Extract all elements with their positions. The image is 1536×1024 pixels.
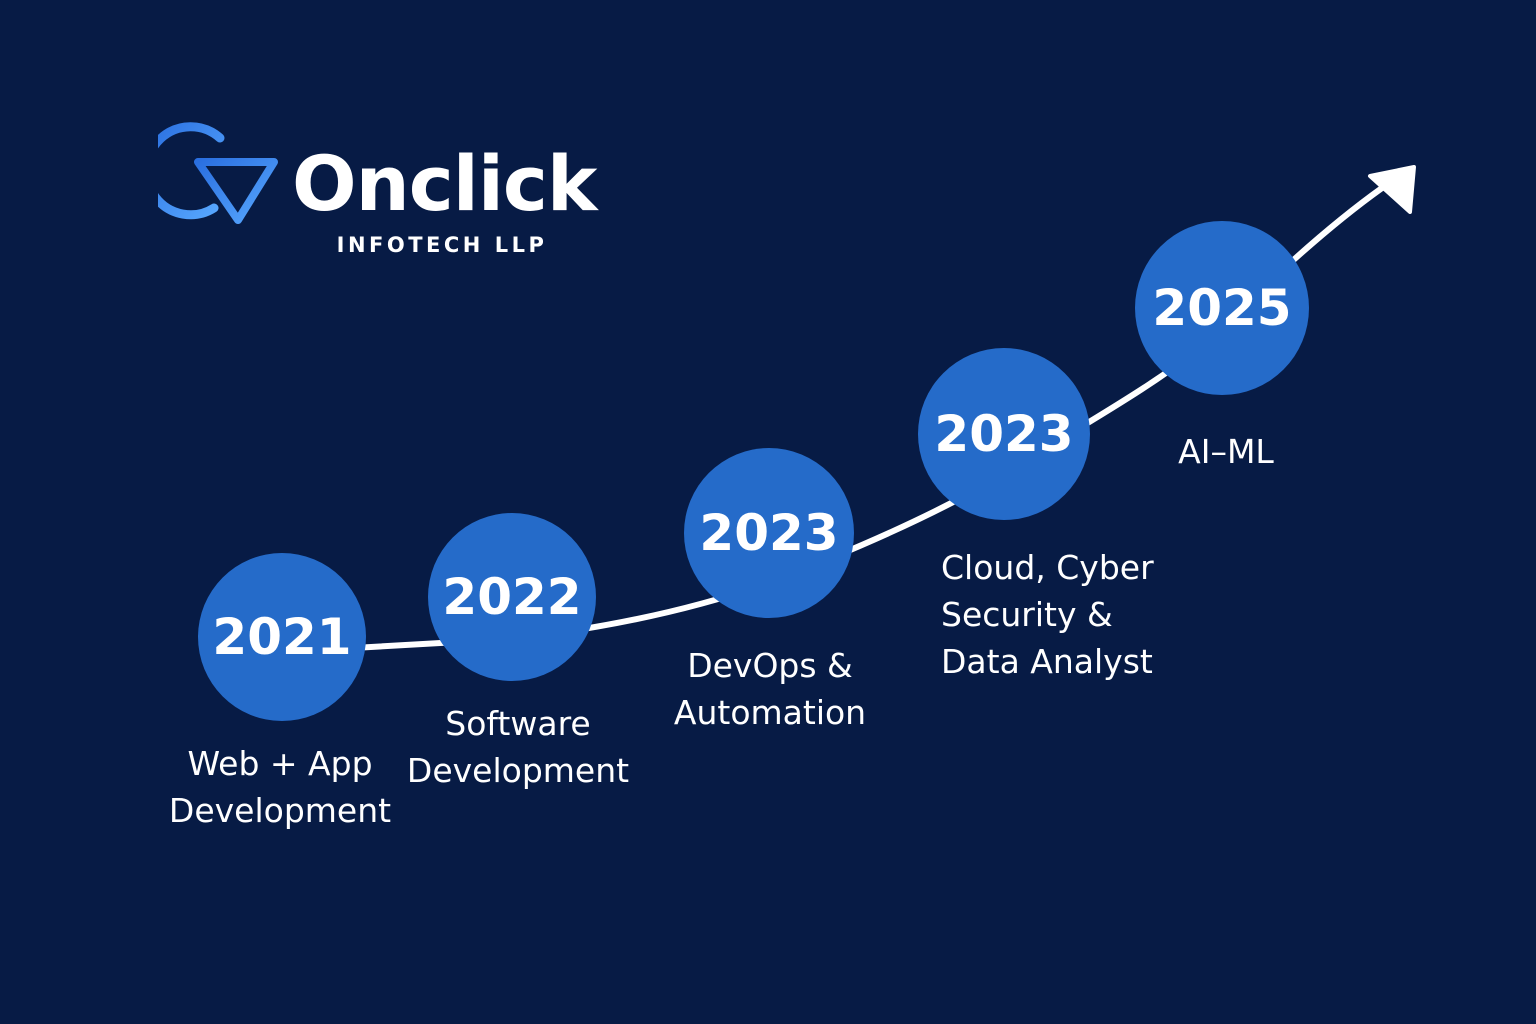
circle-triangle-logo-icon [158, 122, 278, 224]
milestone-label-line: Development [406, 751, 630, 790]
milestone-node: 2023 [684, 448, 854, 618]
milestone-label-line: Automation [673, 693, 867, 732]
milestone-label-line: Development [168, 791, 392, 830]
milestone-node: 2025 [1135, 221, 1309, 395]
milestone-year: 2021 [212, 608, 352, 666]
milestone-label-line: DevOps & [687, 646, 853, 685]
milestone-label-line: Security & [941, 595, 1113, 634]
milestone-label-line: Cloud, Cyber [941, 548, 1154, 587]
arrow-up-right-icon [1368, 165, 1416, 214]
brand-subtitle: INFOTECH LLP [336, 233, 548, 257]
milestone-node: 2023 [918, 348, 1090, 520]
milestone-year: 2022 [442, 568, 582, 626]
milestone-node: 2022 [428, 513, 596, 681]
milestone-year: 2023 [934, 405, 1074, 463]
milestone-label-line: Software [445, 704, 591, 743]
milestone-year: 2023 [699, 504, 839, 562]
milestone-label: AI–ML [1126, 428, 1326, 475]
milestone-node: 2021 [198, 553, 366, 721]
milestone-label-line: Data Analyst [941, 642, 1153, 681]
milestone-label: Web + App Development [160, 740, 400, 834]
milestone-label: Cloud, Cyber Security & Data Analyst [941, 544, 1201, 685]
brand-name: Onclick [292, 139, 597, 228]
milestone-label-line: AI–ML [1178, 432, 1274, 471]
milestone-label: DevOps & Automation [650, 642, 890, 736]
milestone-label-line: Web + App [187, 744, 373, 783]
milestone-label: Software Development [398, 700, 638, 794]
milestone-year: 2025 [1152, 279, 1292, 337]
